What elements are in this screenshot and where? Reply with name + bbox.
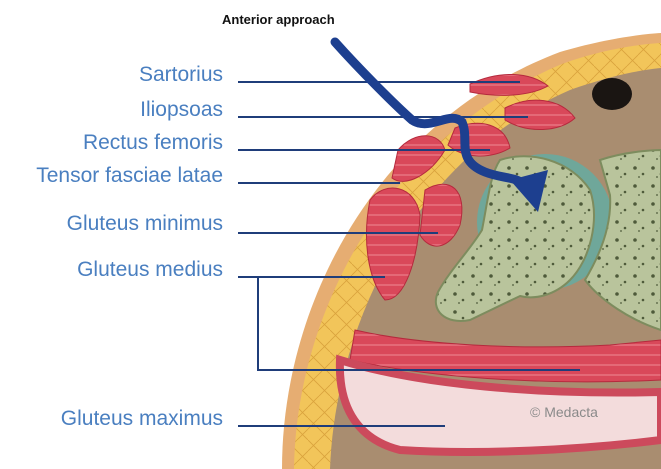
label-iliopsoas: Iliopsoas bbox=[140, 99, 223, 120]
label-rectus-femoris: Rectus femoris bbox=[83, 132, 223, 153]
label-tensor-fasciae-latae: Tensor fasciae latae bbox=[36, 165, 223, 186]
cavity bbox=[592, 78, 632, 110]
anterior-approach-title: Anterior approach bbox=[222, 12, 335, 27]
label-sartorius: Sartorius bbox=[139, 64, 223, 85]
copyright-watermark: © Medacta bbox=[530, 404, 598, 420]
label-gluteus-minimus: Gluteus minimus bbox=[67, 213, 223, 234]
label-gluteus-medius: Gluteus medius bbox=[77, 259, 223, 280]
label-gluteus-maximus: Gluteus maximus bbox=[61, 408, 223, 429]
